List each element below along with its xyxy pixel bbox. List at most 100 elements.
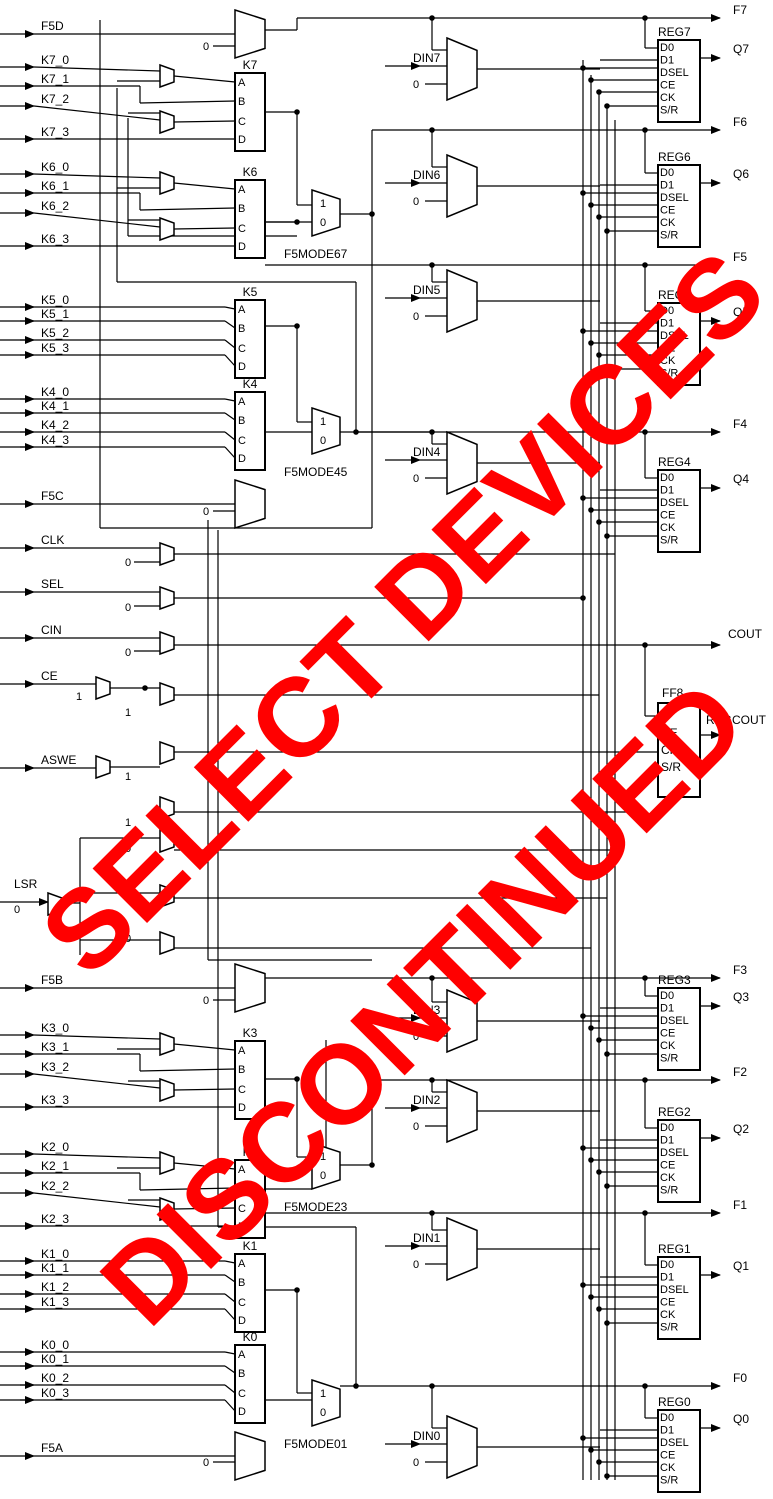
input-wire — [224, 1384, 236, 1394]
input-wire — [224, 320, 236, 329]
reg-pin: D1 — [660, 55, 674, 67]
wire — [139, 1068, 236, 1072]
input-label-k4-3: K4_3 — [41, 433, 69, 447]
reg-pin: CE — [660, 343, 675, 355]
lut-k6 — [234, 179, 266, 259]
input-mux-f5c — [234, 478, 266, 530]
lsr-mux — [47, 891, 63, 917]
mux-pin-0: 0 — [320, 1170, 326, 1182]
junction-dot — [642, 1383, 648, 1389]
components — [47, 8, 701, 1493]
din-label-3: DIN4 — [413, 445, 441, 459]
label: 1 — [125, 771, 131, 783]
reg-pin: D0 — [660, 1122, 674, 1134]
f-label-f5: F5 — [733, 250, 747, 264]
f-label-f6: F6 — [733, 115, 747, 129]
reg-pin: D1 — [660, 485, 674, 497]
select-mux — [159, 109, 175, 135]
junction-dot — [294, 323, 300, 329]
ctrl-label-lsr: LSR — [14, 877, 38, 891]
junction-dot — [604, 1051, 610, 1057]
input-label-k4-2: K4_2 — [41, 418, 69, 432]
lut-k4 — [234, 391, 266, 471]
f-label-f4: F4 — [733, 417, 747, 431]
lut-pin-c: C — [238, 1203, 246, 1215]
label: 1 — [125, 707, 131, 719]
wire — [173, 75, 236, 83]
f-label-f2: F2 — [733, 1065, 747, 1079]
f-label-f1: F1 — [733, 1198, 747, 1212]
reg-pin: D1 — [660, 1135, 674, 1147]
select-mux — [159, 1196, 175, 1222]
junction-dot — [588, 507, 594, 513]
const-0: 0 — [413, 79, 419, 91]
f5mux-23 — [311, 1141, 341, 1191]
lut-label-k6: K6 — [243, 165, 258, 179]
label: 1 — [76, 691, 82, 703]
lut-pin-c: C — [238, 1297, 246, 1309]
cin-mux — [159, 630, 175, 656]
lut-k2 — [234, 1159, 266, 1239]
reg-label-reg5: REG5 — [658, 288, 691, 302]
input-mux-f5b — [234, 962, 266, 1014]
input-label-k1-2: K1_2 — [41, 1280, 69, 1294]
mux-label-m01: F5MODE01 — [284, 1437, 348, 1451]
reg-pin: CE — [660, 1028, 675, 1040]
reg-pin: S/R — [660, 1053, 678, 1065]
reg-reg0 — [657, 1409, 701, 1493]
lut-pin-c: C — [238, 1084, 246, 1096]
lut-pin-b: B — [238, 96, 245, 108]
const-0: 0 — [203, 995, 209, 1007]
reg-pin: S/R — [660, 1322, 678, 1334]
reg-pin: S/R — [660, 535, 678, 547]
wire — [173, 120, 236, 123]
q-label-2: Q2 — [733, 1122, 749, 1136]
wire — [33, 105, 161, 121]
din-mux-6 — [446, 1216, 478, 1282]
const-0: 0 — [203, 41, 209, 53]
junction-dot — [353, 429, 359, 435]
reg-label-reg4: REG4 — [658, 455, 691, 469]
lut-pin-d: D — [238, 1406, 246, 1418]
reg-pin: D0 — [660, 472, 674, 484]
input-label-k0-2: K0_2 — [41, 1371, 69, 1385]
ctrl-label-sel: SEL — [41, 577, 64, 591]
junction-dot — [642, 1210, 648, 1216]
regcout-label: REGCOUT — [706, 713, 767, 727]
din-mux-4 — [446, 988, 478, 1054]
junction-dot — [642, 127, 648, 133]
lut-pin-d: D — [238, 241, 246, 253]
label: 0 — [125, 602, 131, 614]
wire — [173, 227, 236, 230]
din-mux-1 — [446, 153, 478, 219]
input-label-k5-3: K5_3 — [41, 341, 69, 355]
reg-pin: DSEL — [660, 1147, 689, 1159]
reg-pin: S/R — [660, 1475, 678, 1487]
junction-dot — [429, 1210, 435, 1216]
lsr-mux-2 — [159, 930, 175, 956]
reg-pin: S/R — [660, 105, 678, 117]
label: 1 — [125, 817, 131, 829]
label: 0 — [125, 884, 131, 896]
input-wire — [224, 1308, 236, 1321]
ff8-pin: D — [661, 709, 670, 723]
lut-pin-b: B — [238, 1064, 245, 1076]
reg-pin: D0 — [660, 305, 674, 317]
junction-dot — [580, 595, 586, 601]
junction-dot — [429, 262, 435, 268]
reg-pin: D1 — [660, 1425, 674, 1437]
input-wire — [224, 446, 236, 459]
reg-pin: CK — [660, 1462, 676, 1474]
ctrl-label-ce: CE — [41, 669, 58, 683]
select-mux — [159, 1031, 175, 1057]
junction-dot — [588, 1447, 594, 1453]
junction-dot — [604, 103, 610, 109]
junction-dot — [369, 1162, 375, 1168]
wire — [173, 1207, 236, 1210]
q-label-0: Q0 — [733, 1412, 749, 1426]
wire — [173, 182, 236, 190]
input-mux-f5a — [234, 1430, 266, 1482]
junction-dot — [580, 495, 586, 501]
reg-pin: D1 — [660, 180, 674, 192]
ff8-pin: CK — [661, 743, 678, 757]
